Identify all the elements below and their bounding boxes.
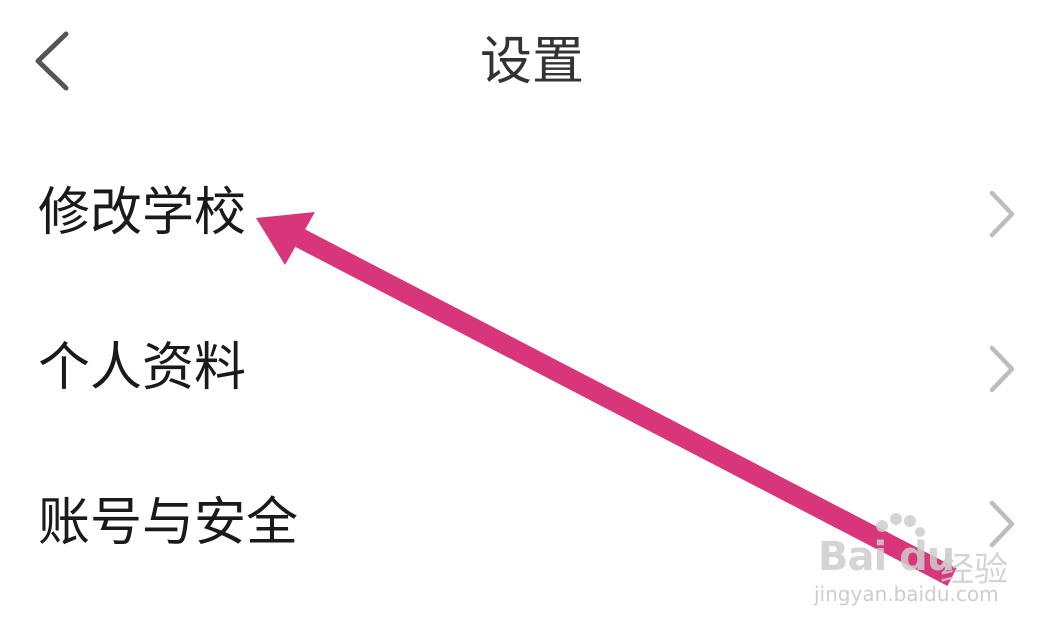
header-bar: 设置 — [0, 0, 1064, 130]
back-button[interactable] — [22, 28, 82, 94]
menu-item-change-school[interactable]: 修改学校 — [0, 135, 1064, 290]
chevron-right-icon — [989, 345, 1015, 393]
chevron-left-icon — [35, 31, 69, 91]
menu-item-account-security[interactable]: 账号与安全 — [0, 445, 1064, 600]
settings-menu: 修改学校 个人资料 账号与安全 — [0, 135, 1064, 600]
chevron-right-icon — [989, 500, 1015, 548]
menu-item-label: 个人资料 — [38, 338, 247, 398]
chevron-right-icon — [989, 190, 1015, 238]
menu-item-label: 修改学校 — [38, 183, 247, 243]
menu-item-profile[interactable]: 个人资料 — [0, 290, 1064, 445]
menu-item-label: 账号与安全 — [38, 493, 299, 553]
page-title: 设置 — [479, 32, 584, 92]
